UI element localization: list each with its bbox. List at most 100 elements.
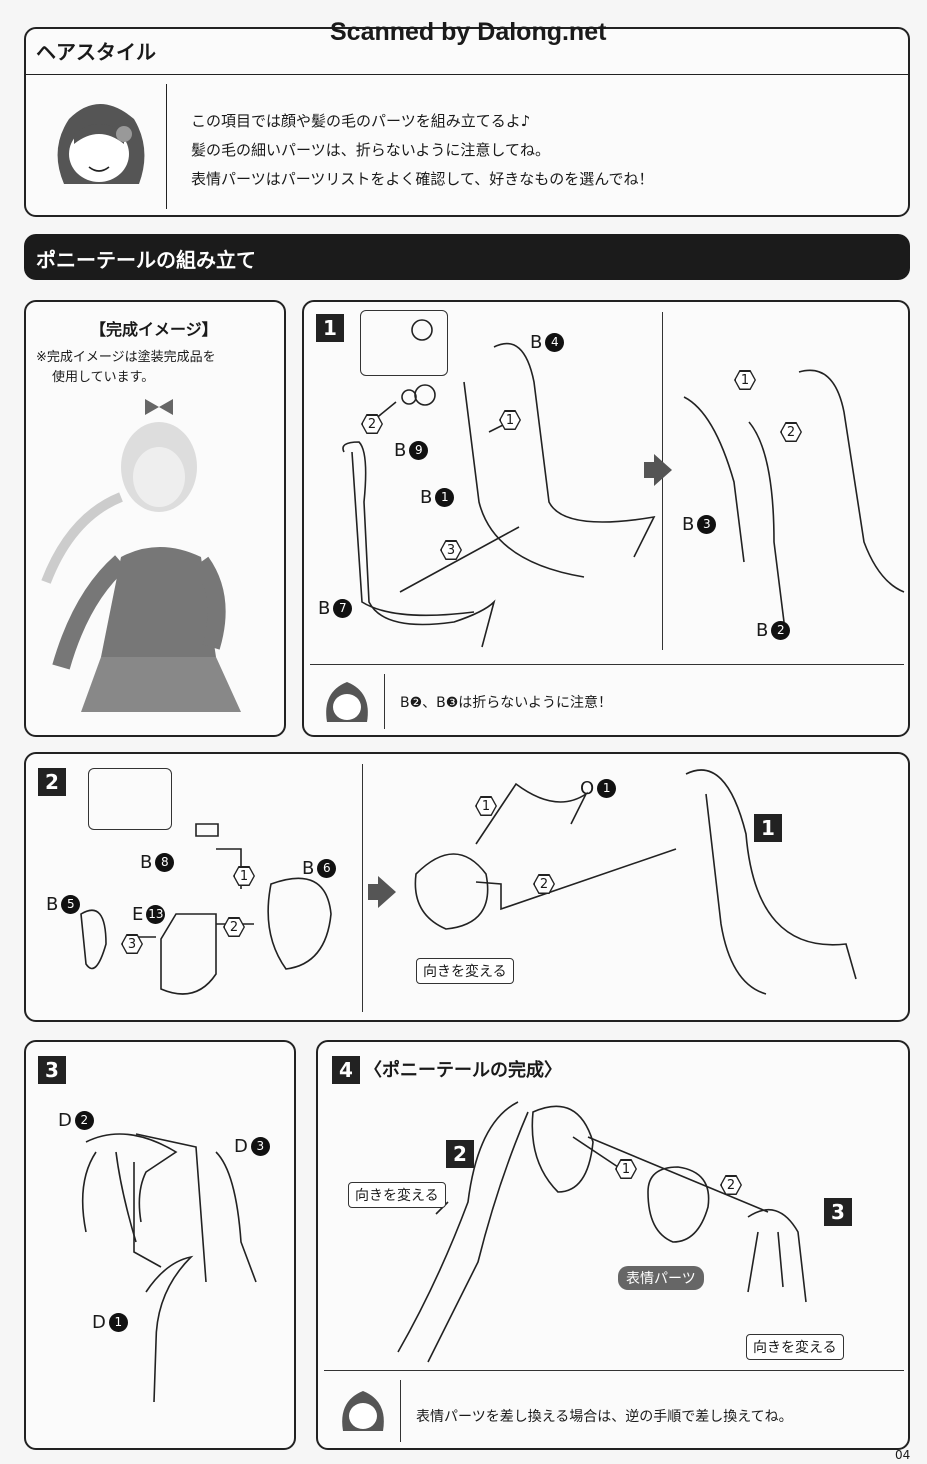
step-reference: 2 <box>446 1140 474 1168</box>
part-number: 3 <box>697 515 717 534</box>
hair-parts-illustration <box>342 319 905 648</box>
detail-callout <box>88 768 172 830</box>
part-number: 1 <box>108 1313 128 1332</box>
order-marker: 2 <box>361 414 383 434</box>
intro-line: この項目では顔や髪の毛のパーツを組み立てるよ♪ <box>191 112 531 130</box>
step-note: 表情パーツを差し換える場合は、逆の手順で差し換えてね。 <box>416 1409 793 1425</box>
figure-photo <box>41 399 241 712</box>
part-letter: B <box>756 620 769 641</box>
part-letter: B <box>318 598 331 619</box>
part-letter: B <box>682 514 695 535</box>
order-marker: 2 <box>720 1175 742 1195</box>
divider <box>384 674 385 729</box>
divider <box>400 1380 401 1442</box>
order-marker: 2 <box>533 874 555 894</box>
divider <box>662 312 663 650</box>
part-letter: B <box>530 332 543 353</box>
part-number: 2 <box>74 1111 94 1130</box>
caution-text: B❷、B❸は折らないように注意！ <box>400 695 613 711</box>
completed-note: ※完成イメージは塗装完成品を <box>36 350 216 365</box>
order-marker: 1 <box>475 796 497 816</box>
part-number: 9 <box>409 441 429 460</box>
part-letter: D <box>92 1312 106 1333</box>
completed-note: 使用しています。 <box>52 370 155 385</box>
part-number: 4 <box>545 333 565 352</box>
mascot-avatar <box>326 682 368 722</box>
part-number: 8 <box>155 853 175 872</box>
order-marker: 3 <box>121 934 143 954</box>
turn-label: 向きを変える <box>416 958 514 984</box>
order-marker: 1 <box>233 866 255 886</box>
part-letter: D <box>58 1110 72 1131</box>
head-parts-illustration <box>80 769 857 995</box>
turn-label: 向きを変える <box>746 1334 844 1360</box>
order-marker: 2 <box>780 422 802 442</box>
bangs-parts-illustration <box>81 1133 257 1403</box>
order-marker: 1 <box>615 1159 637 1179</box>
divider <box>362 764 363 1012</box>
detail-callout <box>360 310 448 376</box>
step-4-panel: 4 〈ポニーテールの完成〉 2 3 1 2 向きを変える 向きを変える 表情パー… <box>316 1040 910 1450</box>
ponytail-assembly-illustration <box>397 1101 807 1363</box>
part-number: 3 <box>250 1137 270 1156</box>
order-marker: 1 <box>499 410 521 430</box>
part-letter: B <box>140 852 153 873</box>
part-number: 13 <box>146 905 166 924</box>
order-marker: 2 <box>223 917 245 937</box>
turn-label: 向きを変える <box>348 1182 446 1208</box>
page-number: 04 <box>895 1448 911 1462</box>
step-title: 〈ポニーテールの完成〉 <box>364 1060 562 1081</box>
divider <box>324 1370 904 1371</box>
completed-title: 【完成イメージ】 <box>90 320 218 339</box>
divider <box>26 74 908 75</box>
part-letter: O <box>580 778 595 799</box>
part-number: 1 <box>597 779 617 798</box>
part-number: 2 <box>771 621 791 640</box>
step-number: 3 <box>38 1056 66 1084</box>
step-number: 4 <box>332 1056 360 1084</box>
completed-image-panel: 【完成イメージ】 ※完成イメージは塗装完成品を 使用しています。 <box>24 300 286 737</box>
step-number: 2 <box>38 768 66 796</box>
step-reference: 1 <box>754 814 782 842</box>
part-letter: E <box>132 904 144 925</box>
part-letter: B <box>46 894 59 915</box>
hairstyle-section <box>24 27 910 217</box>
part-number: 5 <box>61 895 81 914</box>
part-number: 7 <box>333 599 353 618</box>
part-letter: B <box>302 858 315 879</box>
section-banner: ポニーテールの組み立て <box>24 234 910 280</box>
part-letter: B <box>420 487 433 508</box>
part-number: 6 <box>317 859 337 878</box>
face-parts-label: 表情パーツ <box>618 1266 704 1290</box>
intro-line: 表情パーツはパーツリストをよく確認して、好きなものを選んでね！ <box>191 170 654 188</box>
intro-line: 髪の毛の細いパーツは、折らないように注意してね。 <box>191 141 550 159</box>
step-reference: 3 <box>824 1198 852 1226</box>
order-marker: 1 <box>734 370 756 390</box>
divider <box>310 664 904 665</box>
hairstyle-title: ヘアスタイル <box>36 40 156 64</box>
mascot-avatar <box>57 104 145 184</box>
part-number: 1 <box>435 488 455 507</box>
divider <box>166 84 167 209</box>
part-letter: D <box>234 1136 248 1157</box>
step-number: 1 <box>316 314 344 342</box>
mascot-avatar <box>342 1391 384 1431</box>
order-marker: 3 <box>440 540 462 560</box>
watermark: Scanned by Dalong.net <box>330 18 607 46</box>
